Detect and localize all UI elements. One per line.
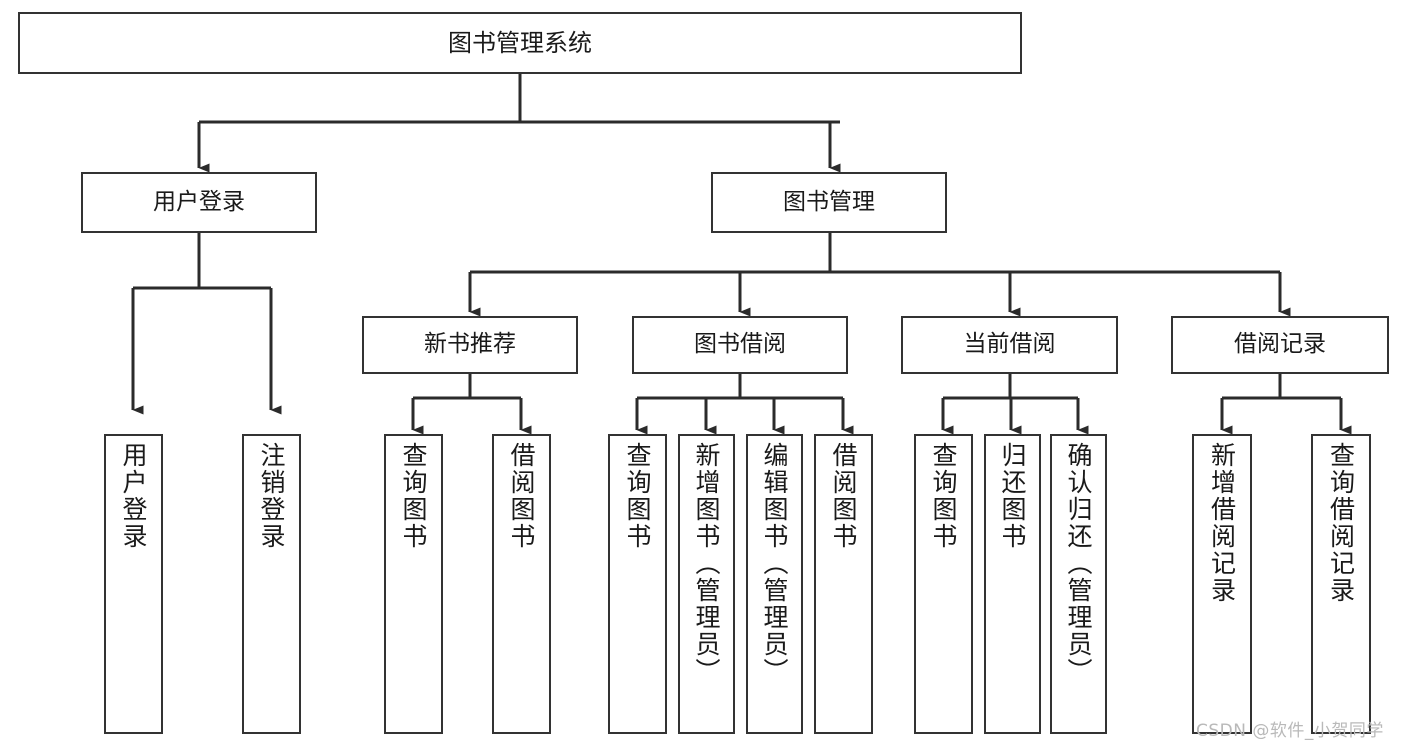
node-label: 查询借阅记录: [1326, 442, 1356, 604]
node-label: 图书借阅: [694, 331, 786, 358]
node-label: 查询图书: [623, 442, 652, 550]
leaf-add-book[interactable]: 新增图书（管理员）: [678, 434, 735, 734]
node-label: 借阅记录: [1234, 331, 1326, 358]
node-label: 用户登录: [119, 442, 148, 550]
leaf-add-borrow-record[interactable]: 新增借阅记录: [1192, 434, 1252, 734]
leaf-borrow-book-borrow[interactable]: 借阅图书: [814, 434, 873, 734]
node-current-borrow[interactable]: 当前借阅: [901, 316, 1118, 374]
node-label: 当前借阅: [963, 331, 1056, 358]
node-label: 编辑图书（管理员）: [760, 442, 789, 685]
node-borrow-record[interactable]: 借阅记录: [1171, 316, 1389, 374]
leaf-logout-login[interactable]: 注销登录: [242, 434, 301, 734]
node-user-login[interactable]: 用户登录: [81, 172, 317, 233]
node-label: 图书管理系统: [448, 28, 592, 57]
node-label: 归还图书: [998, 442, 1027, 550]
node-label: 借阅图书: [829, 442, 858, 550]
node-root-system[interactable]: 图书管理系统: [18, 12, 1022, 74]
node-label: 注销登录: [257, 442, 286, 550]
csdn-watermark: CSDN @软件_小贺同学: [1196, 721, 1384, 741]
leaf-confirm-return[interactable]: 确认归还（管理员）: [1050, 434, 1107, 734]
leaf-query-borrow-record[interactable]: 查询借阅记录: [1311, 434, 1371, 734]
node-book-manage[interactable]: 图书管理: [711, 172, 947, 233]
node-label: 新书推荐: [424, 331, 516, 358]
node-label: 新增借阅记录: [1207, 442, 1237, 604]
leaf-edit-book[interactable]: 编辑图书（管理员）: [746, 434, 803, 734]
node-book-borrow[interactable]: 图书借阅: [632, 316, 848, 374]
leaf-query-book-current[interactable]: 查询图书: [914, 434, 973, 734]
node-label: 借阅图书: [507, 442, 536, 550]
leaf-user-login[interactable]: 用户登录: [104, 434, 163, 734]
leaf-query-book-borrow[interactable]: 查询图书: [608, 434, 667, 734]
node-new-book-recommend[interactable]: 新书推荐: [362, 316, 578, 374]
node-label: 用户登录: [153, 188, 245, 215]
node-label: 查询图书: [929, 442, 958, 550]
node-label: 新增图书（管理员）: [692, 442, 721, 685]
node-label: 确认归还（管理员）: [1064, 442, 1093, 685]
node-label: 图书管理: [783, 188, 875, 215]
leaf-return-book[interactable]: 归还图书: [984, 434, 1041, 734]
leaf-borrow-book-recommend[interactable]: 借阅图书: [492, 434, 551, 734]
node-label: 查询图书: [399, 442, 428, 550]
leaf-query-book-recommend[interactable]: 查询图书: [384, 434, 443, 734]
